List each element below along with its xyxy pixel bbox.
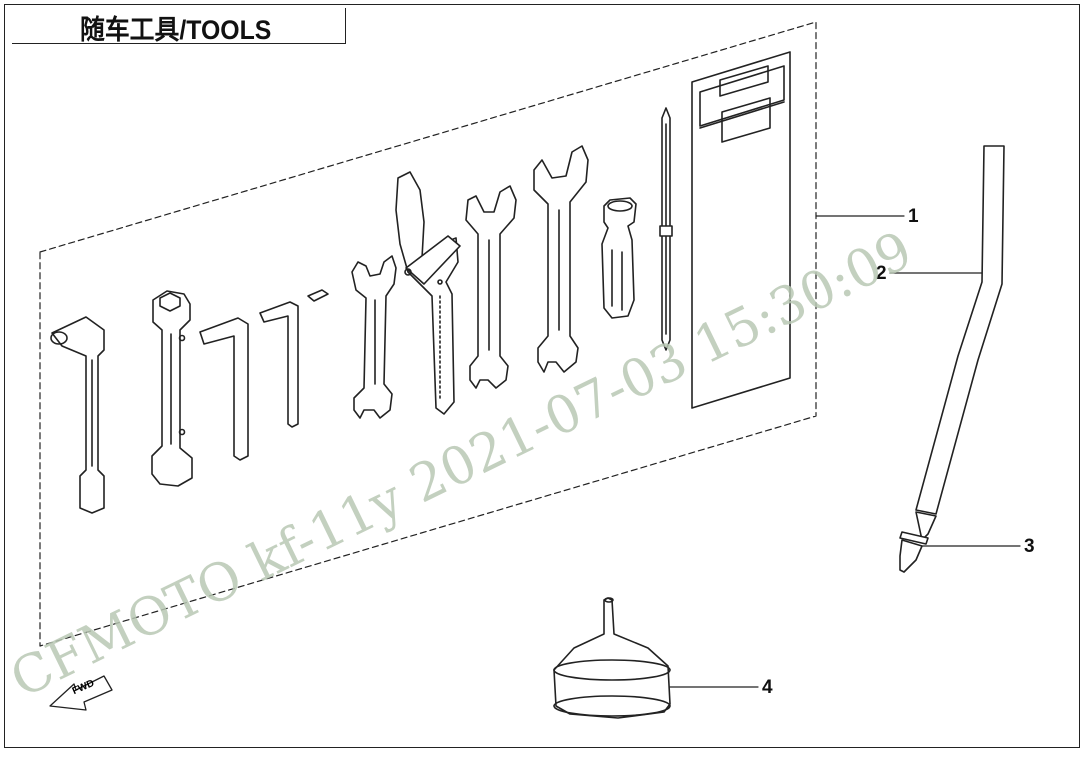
tube-nozzle bbox=[899, 511, 937, 573]
allen-key-small bbox=[259, 301, 299, 428]
tool-pouch bbox=[691, 51, 791, 409]
open-end-wrench-medium bbox=[465, 185, 517, 389]
tool-kit-boundary bbox=[39, 21, 817, 647]
callout-1: 1 bbox=[908, 206, 919, 227]
hook-spanner bbox=[395, 171, 461, 415]
funnel bbox=[553, 597, 671, 719]
open-end-wrench-small bbox=[351, 255, 397, 419]
l-socket-wrench bbox=[50, 316, 105, 514]
page-title: 随车工具/TOOLS bbox=[80, 15, 272, 45]
title-box bbox=[12, 8, 346, 44]
drawing-frame bbox=[4, 4, 1080, 748]
screwdriver-shaft bbox=[659, 107, 673, 351]
bent-tube bbox=[915, 145, 1005, 515]
open-end-wrench-large bbox=[533, 145, 589, 373]
hex-bit bbox=[307, 289, 329, 302]
allen-key-large bbox=[199, 317, 249, 461]
fwd-arrow-icon bbox=[49, 675, 113, 711]
screwdriver-handle bbox=[601, 197, 637, 319]
callout-3: 3 bbox=[1024, 536, 1035, 557]
callout-2: 2 bbox=[876, 263, 887, 284]
tube-socket-wrench bbox=[151, 290, 193, 487]
callout-4: 4 bbox=[762, 677, 773, 698]
